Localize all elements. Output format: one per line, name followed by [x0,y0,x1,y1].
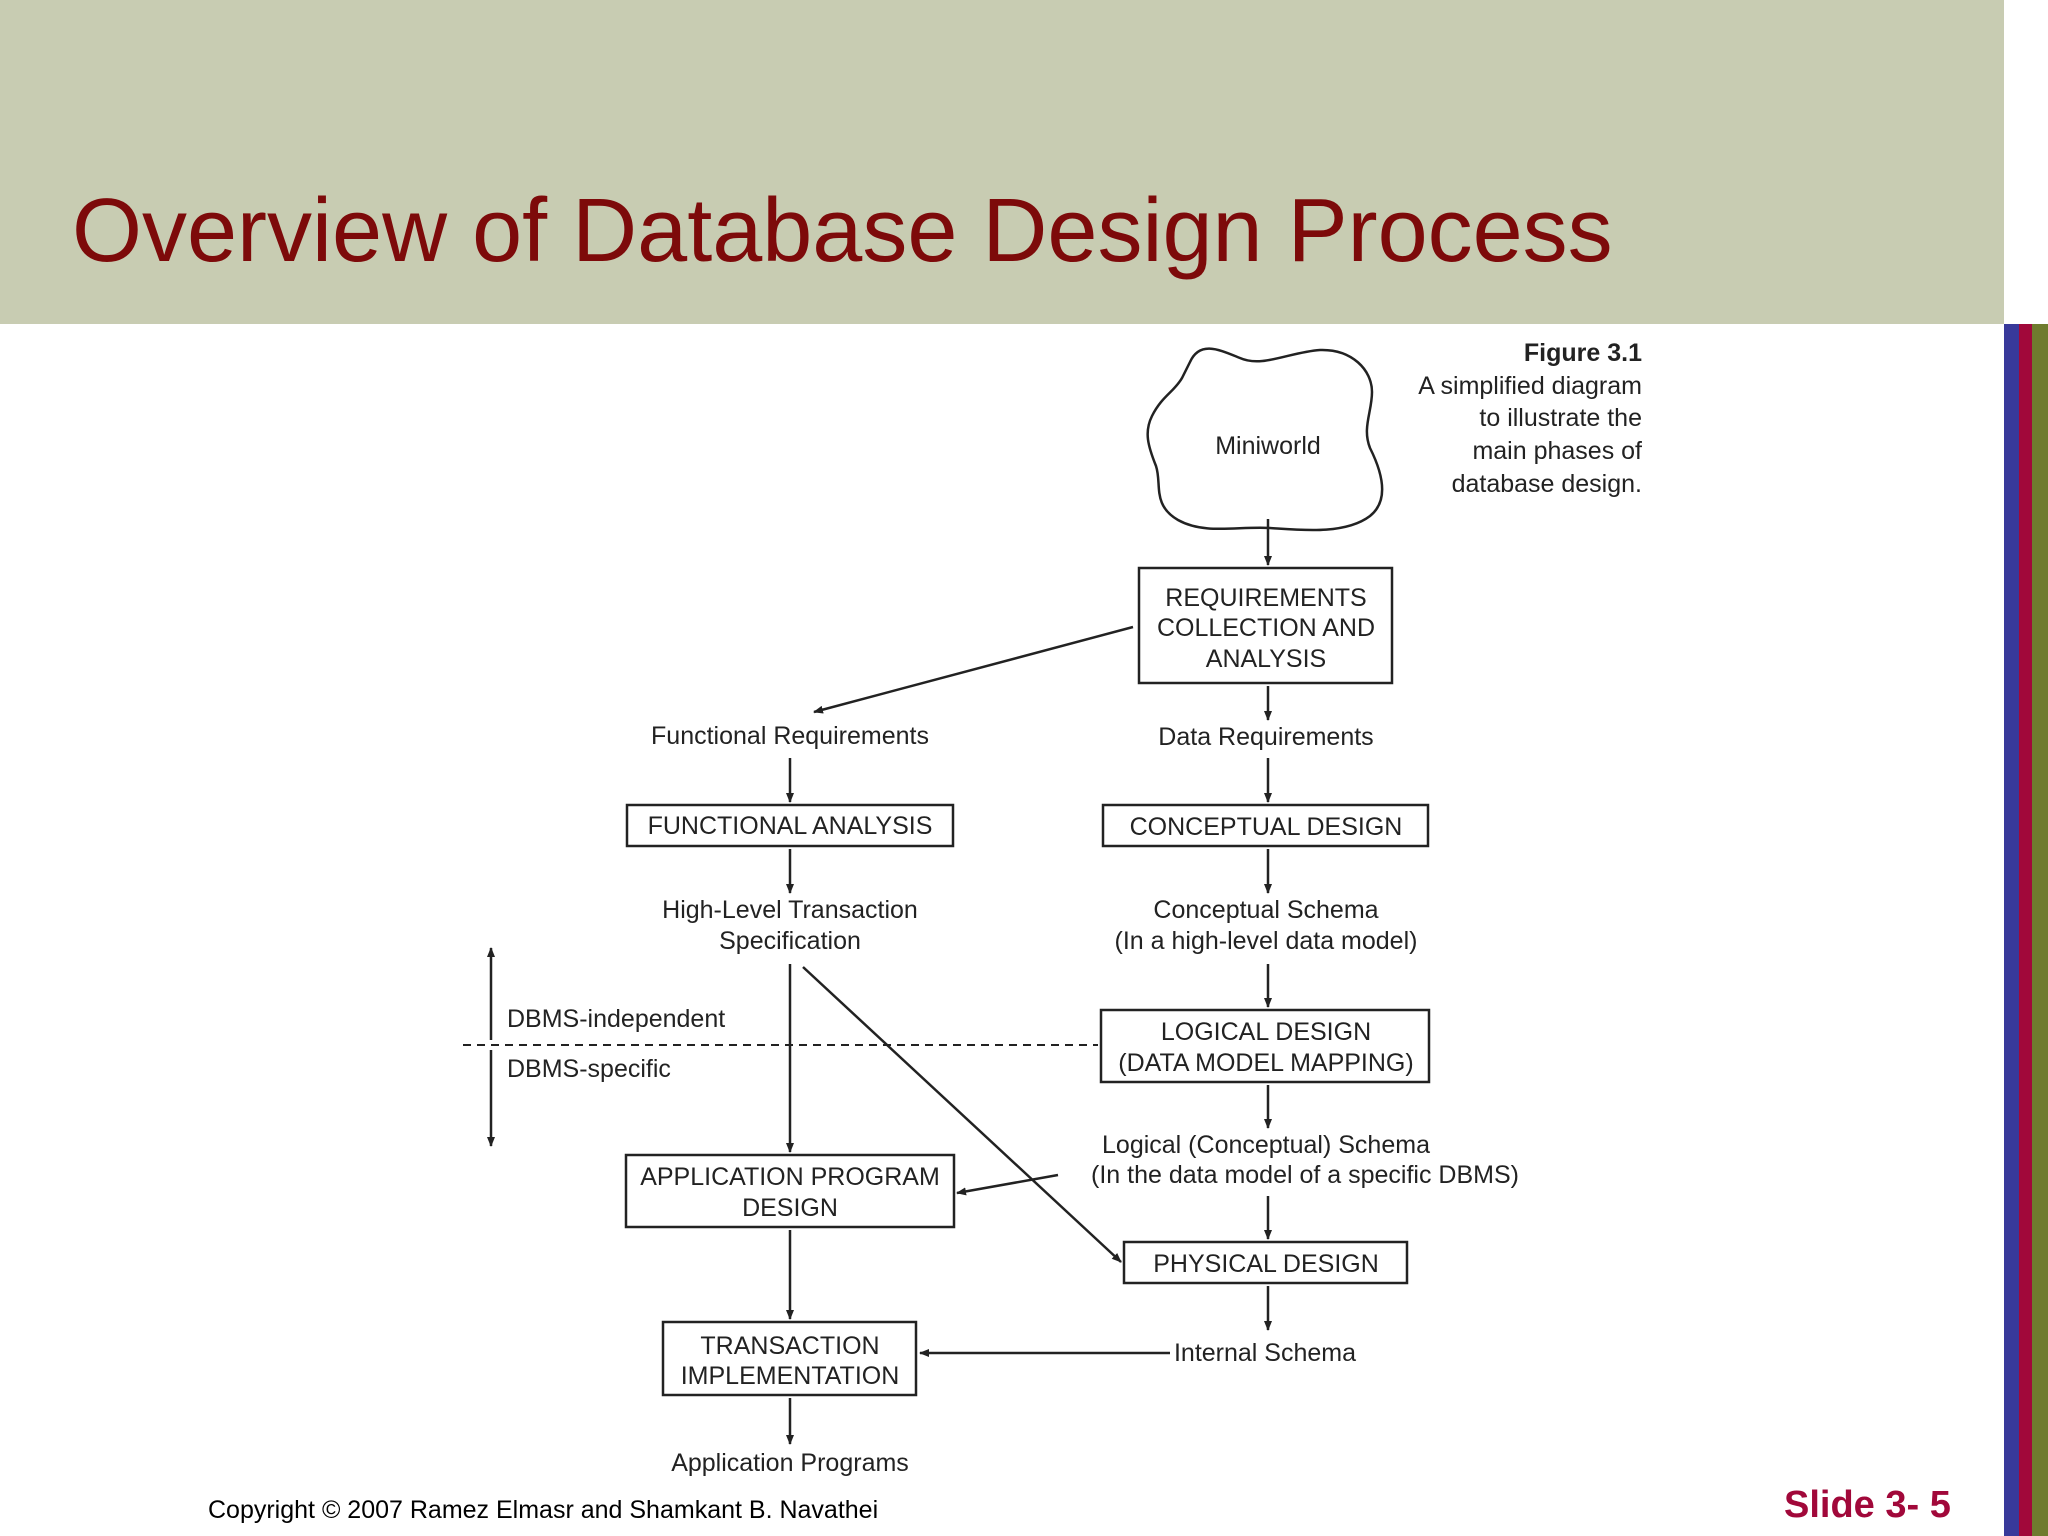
dbms-independent-label: DBMS-independent [507,1005,725,1033]
slide-number: Slide 3- 5 [1784,1484,1951,1526]
functional-analysis-box [625,803,955,848]
transaction-implementation-line: TRANSACTION [700,1332,879,1360]
title-bar: Overview of Database Design Process [0,0,2004,324]
figure-number: Figure 3.1 [1524,339,1642,367]
functional-requirements-label: Functional Requirements [651,722,929,750]
transaction-implementation-box [661,1320,918,1397]
logical-design-box [1099,1008,1431,1084]
application-program-design-box [624,1153,956,1229]
data-requirements-label: Data Requirements [1158,723,1373,751]
application-program-design-line: DESIGN [742,1194,838,1222]
figure-caption-line: database design. [1452,470,1642,498]
physical-design-box [1122,1240,1409,1285]
logical-design-line: (DATA MODEL MAPPING) [1118,1049,1413,1077]
requirements-box-line: ANALYSIS [1206,645,1326,673]
side-stripe-blue [2004,324,2019,1536]
miniworld-cloud [1146,347,1384,532]
copyright-notice: Copyright © 2007 Ramez Elmasr and Shamka… [208,1496,879,1524]
side-stripe-red [2019,324,2032,1536]
slide-title: Overview of Database Design Process [72,181,1613,281]
transaction-implementation-line: IMPLEMENTATION [681,1362,900,1390]
arrow-spec-to-physical-design [802,966,1122,1263]
conceptual-design-label: CONCEPTUAL DESIGN [1130,813,1403,841]
requirements-collection-box [1137,566,1394,685]
conceptual-design-box [1101,803,1430,848]
figure-caption-line: to illustrate the [1479,404,1642,432]
arrow-logical-schema-to-application-program-design [956,1173,1059,1196]
logical-design-line: LOGICAL DESIGN [1161,1018,1371,1046]
functional-analysis-label: FUNCTIONAL ANALYSIS [648,812,933,840]
arrow-requirements-to-functional-requirements [813,625,1134,714]
requirements-box-line: REQUIREMENTS [1165,584,1366,612]
dbms-specific-label: DBMS-specific [507,1055,671,1083]
conceptual-schema-line: Conceptual Schema [1153,896,1378,924]
requirements-box-line: COLLECTION AND [1157,614,1375,642]
high-level-spec-line: Specification [719,927,861,955]
logical-schema-line: (In the data model of a specific DBMS) [1091,1161,1519,1189]
logical-schema-line: Logical (Conceptual) Schema [1102,1131,1430,1159]
application-programs-label: Application Programs [671,1449,909,1477]
miniworld-label: Miniworld [1215,432,1321,460]
internal-schema-label: Internal Schema [1174,1339,1356,1367]
figure-caption-line: A simplified diagram [1418,372,1642,400]
application-program-design-line: APPLICATION PROGRAM [640,1163,940,1191]
conceptual-schema-line: (In a high-level data model) [1115,927,1418,955]
side-stripe-green [2032,324,2048,1536]
high-level-spec-line: High-Level Transaction [662,896,918,924]
figure-caption-line: main phases of [1472,437,1642,465]
physical-design-label: PHYSICAL DESIGN [1153,1250,1379,1278]
